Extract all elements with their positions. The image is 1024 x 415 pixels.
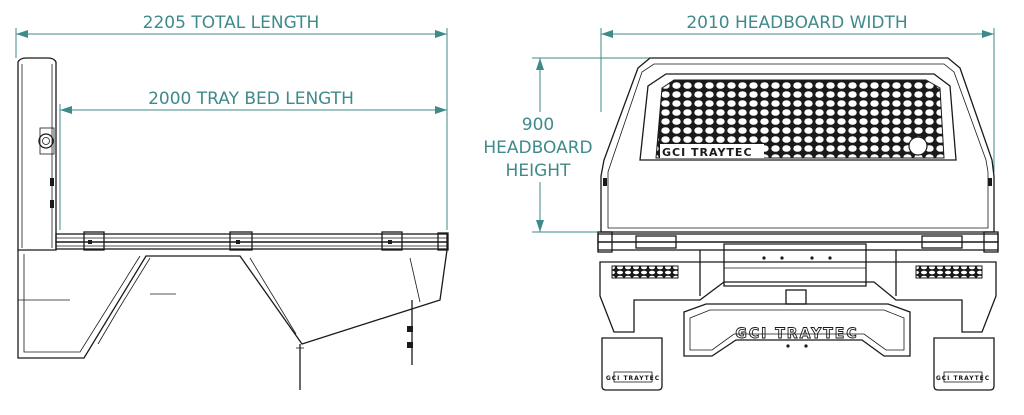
tray-side-view [17, 57, 449, 390]
headboard-height-value: 900 [522, 115, 554, 135]
side-headboard [17, 57, 57, 251]
bumper-logo: GCI TRAYTEC [735, 326, 858, 342]
headboard-width-label: 2010 HEADBOARD WIDTH [686, 13, 907, 33]
mudflap-right: GCI TRAYTEC [933, 337, 995, 391]
headboard-height-label-line2: HEIGHT [506, 161, 571, 181]
rear-headboard: GCI TRAYTEC [600, 57, 995, 233]
headboard-logo: GCI TRAYTEC [662, 146, 753, 159]
headboard-height-dimension: 900 HEADBOARD HEIGHT [478, 57, 650, 233]
side-under-body [17, 249, 448, 390]
mudflap-right-logo: GCI TRAYTEC [936, 375, 990, 382]
side-deck-rail [55, 231, 449, 251]
tray-bed-length-dimension: 2000 TRAY BED LENGTH [59, 89, 447, 230]
tray-rear-view: GCI TRAYTEC [597, 57, 999, 391]
total-length-dimension: 2205 TOTAL LENGTH [15, 13, 448, 230]
mudflap-left: GCI TRAYTEC [601, 337, 663, 391]
headboard-width-dimension: 2010 HEADBOARD WIDTH [600, 13, 995, 172]
rear-bumper: GCI TRAYTEC [599, 243, 997, 357]
total-length-label: 2205 TOTAL LENGTH [143, 13, 320, 33]
mudflap-left-logo: GCI TRAYTEC [606, 375, 660, 382]
headboard-height-label-line1: HEADBOARD [483, 138, 592, 158]
rear-deck-rail [597, 231, 999, 253]
tray-bed-length-label: 2000 TRAY BED LENGTH [148, 89, 354, 109]
